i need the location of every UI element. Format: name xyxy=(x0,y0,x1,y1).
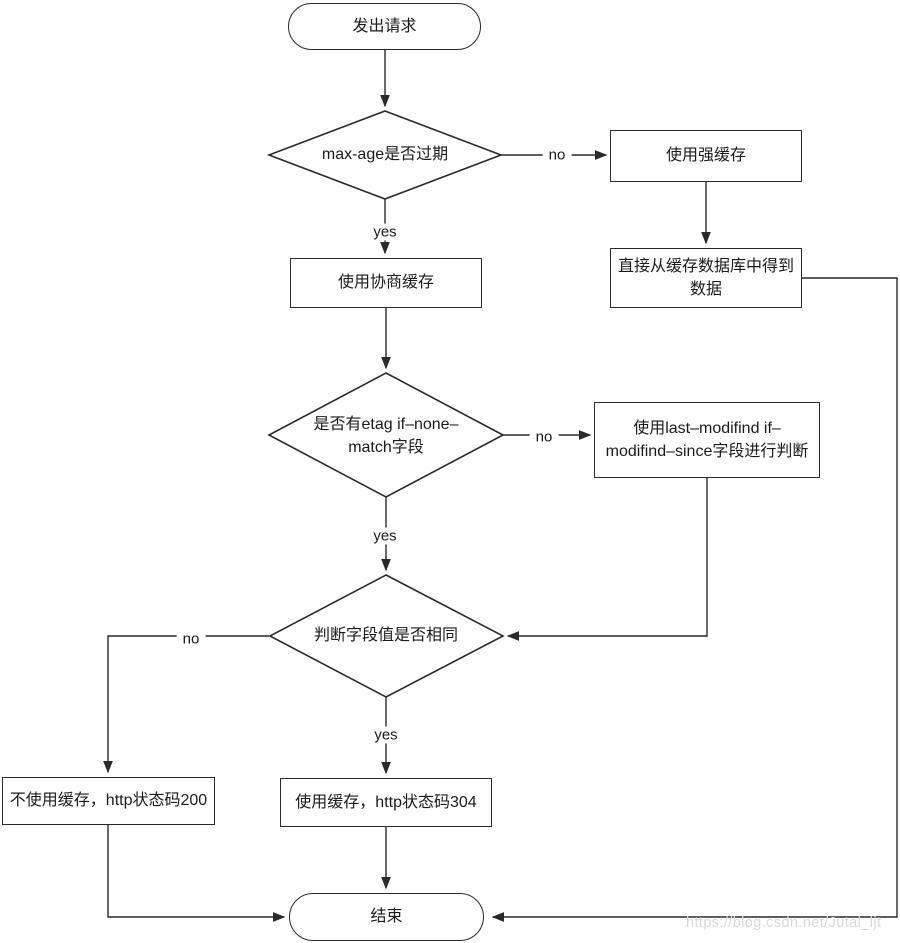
node-start-label: 发出请求 xyxy=(352,17,417,35)
node-start: 发出请求 xyxy=(288,3,481,50)
edge-label-maxage-yes: yes xyxy=(367,223,403,241)
node-last-modified-line2: modifind–since字段进行判断 xyxy=(605,443,809,460)
edge-label-compare-yes: yes xyxy=(368,726,404,744)
decision-maxage-diamond xyxy=(266,110,504,200)
node-use-cache-label: 使用缓存，http状态码304 xyxy=(295,793,477,811)
csdn-watermark: https://blog.csdn.net/Jutal_ljt xyxy=(686,915,882,931)
edge-no-cache-to-end xyxy=(107,825,286,922)
node-get-data-line2: 数据 xyxy=(689,281,722,298)
node-get-data: 直接从缓存数据库中得到 数据 xyxy=(610,248,802,308)
node-use-cache: 使用缓存，http状态码304 xyxy=(280,778,492,827)
node-last-modified: 使用last–modifind if– modifind–since字段进行判断 xyxy=(594,402,820,478)
decision-compare-diamond xyxy=(268,574,505,698)
edge-label-etag-yes: yes xyxy=(367,527,403,545)
node-end-label: 结束 xyxy=(370,908,403,926)
node-last-modified-line1: 使用last–modifind if– xyxy=(633,419,781,437)
node-strong-cache: 使用强缓存 xyxy=(610,130,802,182)
edge-last-modified-to-compare xyxy=(506,478,708,641)
node-no-cache-label: 不使用缓存，http状态码200 xyxy=(9,792,208,810)
edge-compare-no-to-no-cache xyxy=(103,635,269,774)
node-strong-cache-label: 使用强缓存 xyxy=(665,147,746,165)
node-no-cache: 不使用缓存，http状态码200 xyxy=(2,777,215,825)
edge-get-data-to-end xyxy=(491,277,898,922)
node-negotiate-cache: 使用协商缓存 xyxy=(290,258,482,308)
edge-label-maxage-no: no xyxy=(542,146,572,164)
edge-label-etag-no: no xyxy=(529,428,559,446)
edge-label-compare-no: no xyxy=(176,630,206,648)
node-get-data-line1: 直接从缓存数据库中得到 xyxy=(617,257,794,275)
node-negotiate-cache-label: 使用协商缓存 xyxy=(337,274,434,292)
decision-etag-diamond xyxy=(267,372,505,498)
node-end: 结束 xyxy=(289,893,484,941)
